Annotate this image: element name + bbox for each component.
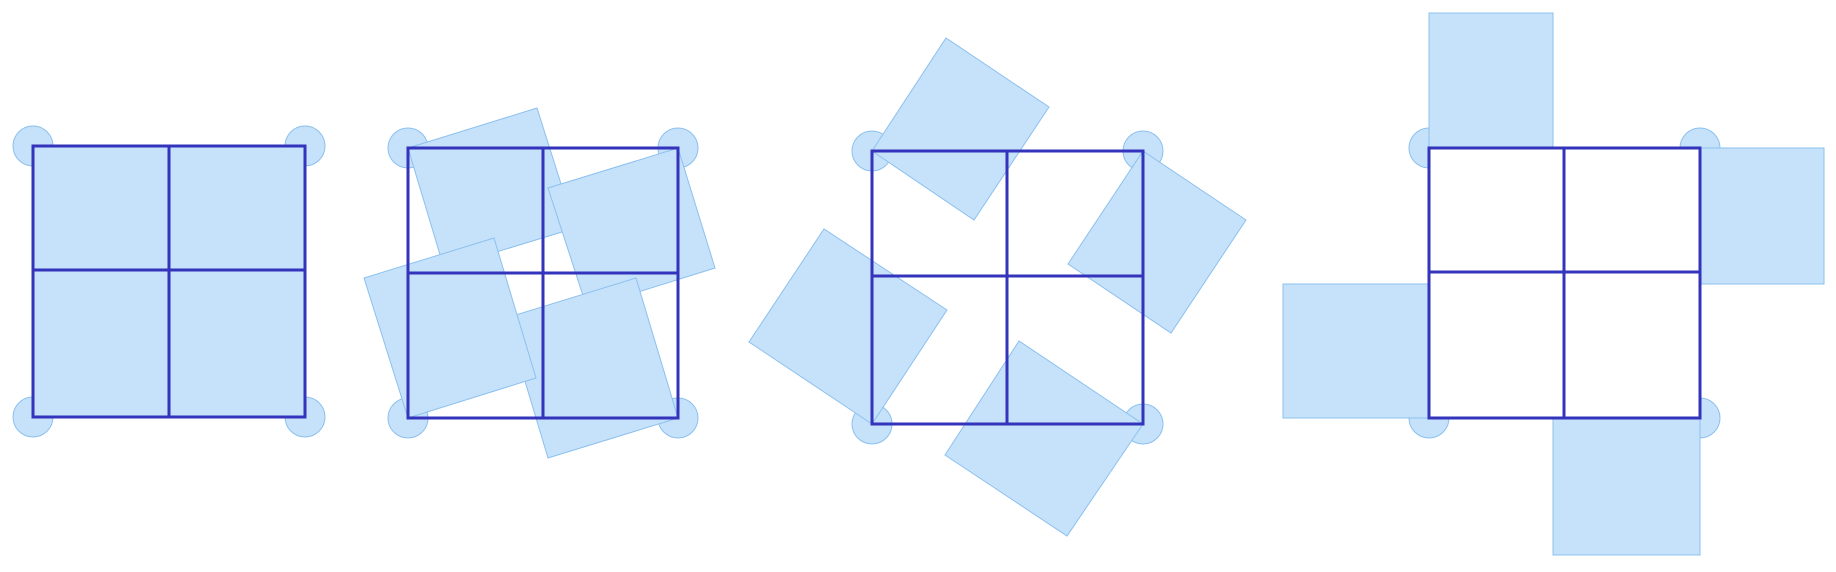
tile-rotated xyxy=(944,340,1144,537)
tile-rect xyxy=(32,145,170,271)
tile-rect xyxy=(168,269,306,418)
tile-rect xyxy=(32,269,170,418)
grid-square xyxy=(1427,146,1702,420)
panel-4-tiles-unfolded xyxy=(1282,12,1825,556)
grid-square xyxy=(406,146,680,420)
panel-1-tiles-closed xyxy=(12,125,326,438)
tile-rect xyxy=(1282,283,1430,419)
grid-square xyxy=(31,144,307,419)
tile-rotated xyxy=(871,37,1050,221)
tile-rotated xyxy=(1067,150,1247,334)
tile-rect xyxy=(1428,12,1554,149)
panel-3-tiles-rotated-large xyxy=(748,37,1247,537)
grid-square xyxy=(870,149,1145,426)
panel-2-tiles-rotated-small xyxy=(363,107,716,459)
tile-rotated xyxy=(748,228,948,425)
tile-rotated xyxy=(363,237,537,419)
tile-rect xyxy=(1699,147,1825,285)
tile-rect xyxy=(1552,417,1701,556)
tile-rect xyxy=(168,145,306,271)
